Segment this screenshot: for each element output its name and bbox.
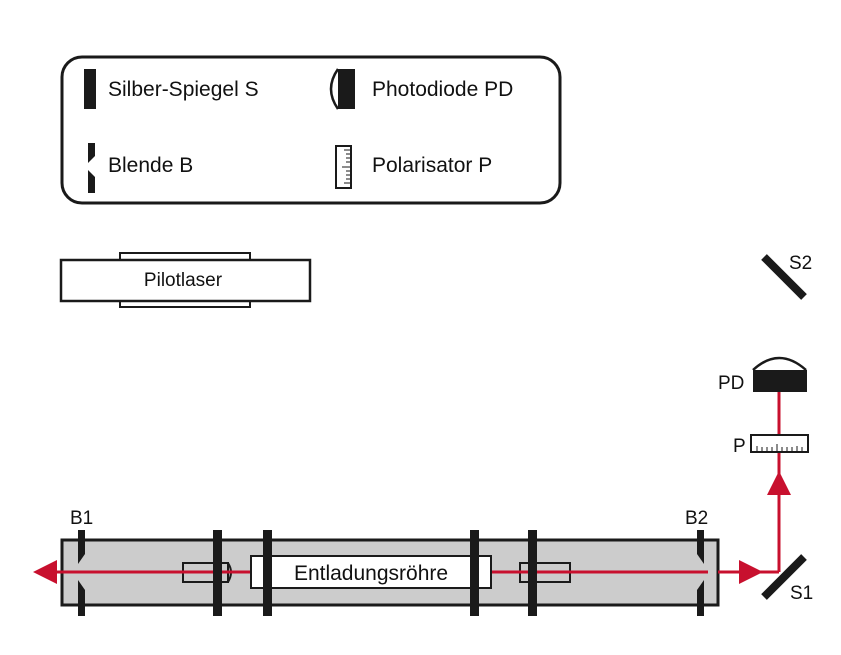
pilotlaser: Pilotlaser xyxy=(59,252,312,308)
photodiode-pd-label: PD xyxy=(718,373,744,394)
tube-assembly: Entladungsröhre B1 B2 xyxy=(33,508,720,616)
legend-label-polarizer: Polarisator P xyxy=(372,154,492,177)
legend-frame xyxy=(60,55,562,205)
legend-photodiode-icon xyxy=(329,68,355,110)
aperture-b2 xyxy=(697,530,704,616)
mirror-s1 xyxy=(761,554,807,600)
legend-label-photodiode: Photodiode PD xyxy=(372,78,513,101)
aperture-b1 xyxy=(78,530,85,616)
polarizer-p xyxy=(750,434,809,453)
legend-mirror-icon xyxy=(84,69,96,109)
clamp-4 xyxy=(528,530,537,616)
discharge-tube-label: Entladungsröhre xyxy=(294,562,448,585)
clamp-1 xyxy=(213,530,222,616)
legend-label-aperture: Blende B xyxy=(108,154,193,177)
legend-polarizer-icon xyxy=(335,145,352,189)
polarizer-p-label: P xyxy=(733,436,746,457)
clamp-2 xyxy=(263,530,272,616)
mirror-s1-label: S1 xyxy=(790,583,813,604)
legend-label-mirror: Silber-Spiegel S xyxy=(108,78,259,101)
discharge-tube xyxy=(250,555,492,589)
aperture-b2-label: B2 xyxy=(685,508,708,529)
mirror-s2-label: S2 xyxy=(789,253,812,274)
photodiode-pd xyxy=(752,356,807,392)
pilotlaser-label: Pilotlaser xyxy=(144,270,223,291)
clamp-3 xyxy=(470,530,479,616)
legend-aperture-icon xyxy=(88,143,95,193)
pilotlaser-body xyxy=(59,258,312,303)
mirror-s2 xyxy=(761,254,807,300)
legend: Silber-Spiegel S Photodiode PD Blende B … xyxy=(60,55,562,205)
aperture-b1-label: B1 xyxy=(70,508,93,529)
